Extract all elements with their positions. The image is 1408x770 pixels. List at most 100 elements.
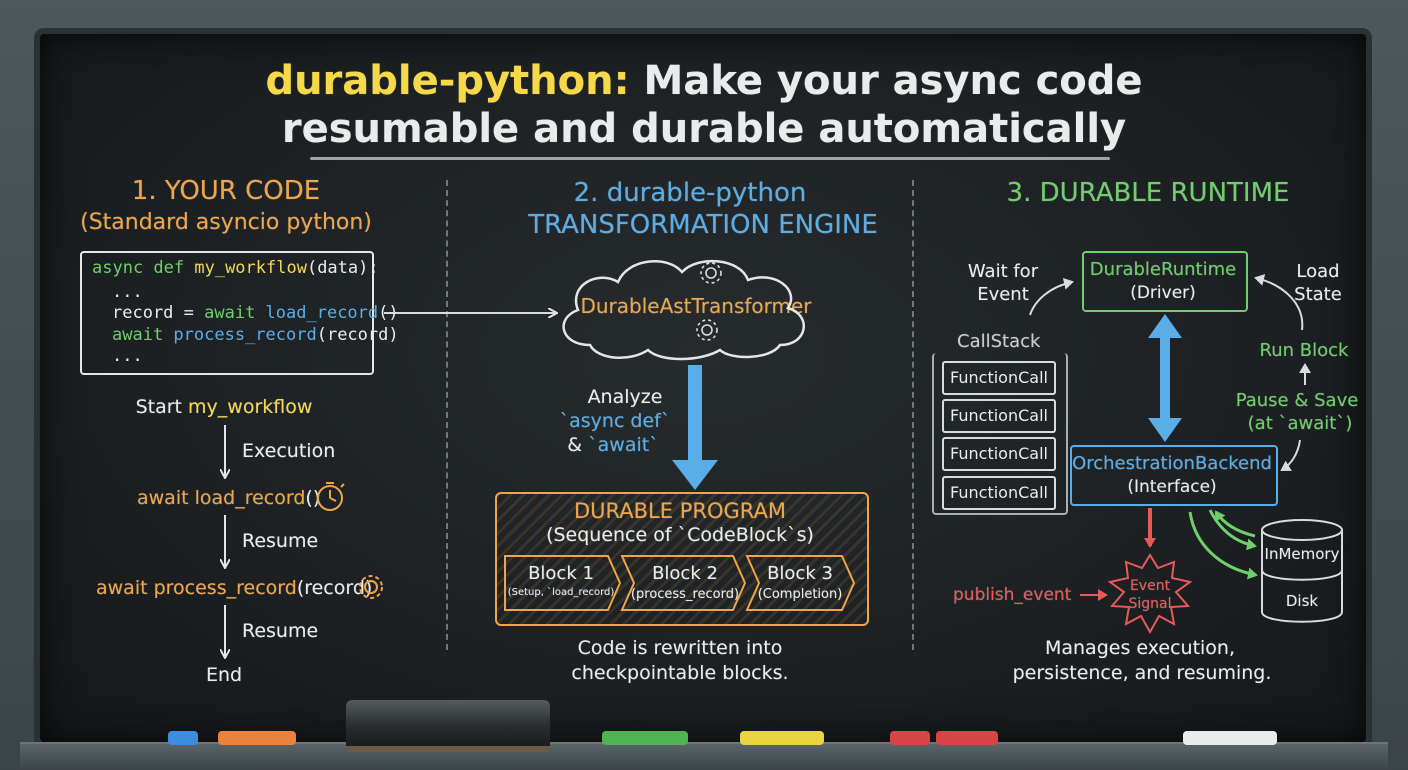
wait-for-event-arrow [1029,277,1074,316]
event-label: Event [977,284,1029,305]
inmemory-to-backend-arrow [1214,510,1256,538]
block-1-shape [504,555,622,611]
code-l1-rest: (data): [306,258,379,278]
block-1-name: Block 1 [528,563,594,584]
title-highlight: durable-python: [265,58,630,104]
pause-save-arrow [1280,439,1301,472]
flow-await-1: await load_record() [137,487,320,509]
run-block-label: Run Block [1259,340,1349,361]
durable-program-box [495,492,869,626]
callstack-bracket [932,353,1068,515]
flow-await1-a: await load_record [137,487,306,509]
block-3-shape [745,555,856,611]
function-call-4: FunctionCall [942,476,1056,510]
column-divider-2 [912,180,914,650]
analyze-line-2: `async def` [559,410,671,432]
block-2-shape [620,555,747,611]
durable-runtime-box [1082,251,1248,312]
chalk-green [602,731,688,745]
col2-heading-1: 2. durable-python [573,178,807,208]
analyze3-b: `await` [588,434,659,456]
col2-caption-1: Code is rewritten into [577,637,783,659]
analyze-line-1: Analyze [587,386,663,408]
stopwatch-icon [317,482,345,511]
analyze3-a: & [567,434,589,456]
block-2-name: Block 2 [652,563,718,584]
flow-resume-1: Resume [242,530,319,552]
store-inmemory-label: InMemory [1264,545,1340,563]
load-label: Load [1296,261,1340,282]
flow-resume-2: Resume [242,620,319,642]
flow-start-a: Start [135,396,189,418]
load-state-arrow [1254,274,1304,331]
col2-caption-2: checkpointable blocks. [571,662,789,684]
code-fn-load-record: load_record [255,303,379,323]
block-3-name: Block 3 [767,563,833,584]
flow-execution: Execution [242,440,336,462]
driver-title: DurableRuntime [1089,259,1237,280]
code-l3-a: record = [112,303,205,323]
col1-subheading: (Standard asyncio python) [80,210,372,235]
flow-await2-b: (record) [296,577,373,599]
col3-caption-1: Manages execution, [1044,637,1236,659]
code-kw-await-1: await [204,303,256,323]
orchestration-backend-box [1070,445,1278,506]
cloud-gear-icon-top [700,262,722,284]
chalk-orange [218,731,296,745]
callstack-label: CallStack [957,331,1041,352]
code-line-4: await process_record(record) [112,325,399,345]
code-fn-my-workflow: my_workflow [184,258,307,278]
title-line-1: durable-python: Make your async code [265,58,1142,104]
code-box [80,251,374,375]
chalk-red-1 [890,731,930,745]
code-kw-async-def: async def [92,258,185,278]
backend-subtitle: (Interface) [1127,477,1217,497]
chalk-yellow [740,731,824,745]
code-l4-rest: (record) [316,325,399,345]
chalk-red-2 [936,731,998,745]
chalk-ledge [20,742,1388,770]
store-disk-label: Disk [1285,592,1319,610]
chalk-blue [168,731,198,745]
flow-start-b: my_workflow [188,396,313,418]
function-call-2: FunctionCall [942,399,1056,433]
flow-await-2: await process_record(record) [96,577,372,599]
cloud-label: DurableAstTransformer [580,294,812,318]
program-subtitle: (Sequence of `CodeBlock`s) [546,524,814,546]
gear-icon [359,575,383,599]
function-call-3: FunctionCall [942,437,1056,471]
driver-subtitle: (Driver) [1130,283,1196,303]
col1-heading: 1. YOUR CODE [131,176,321,206]
cloud-gear-icon-bottom [696,319,718,341]
block-1-desc: (Setup, `load_record) [507,587,615,598]
code-kw-await-2: await [112,325,164,345]
code-line-2: ... [112,282,143,302]
block-2-desc: (process_record) [630,587,740,602]
event-signal-burst [1107,553,1193,635]
title-line1-rest: Make your async code [629,58,1143,104]
code-line-5: ... [112,346,143,366]
eraser [346,700,550,752]
backend-title: OrchestrationBackend [1072,453,1272,474]
state-label: State [1294,284,1342,305]
col3-heading: 3. DURABLE RUNTIME [1006,178,1290,208]
chalk-white [1183,731,1277,745]
database-icon [1261,519,1343,623]
flow-start: Start my_workflow [136,396,313,418]
at-await-label: (at `await`) [1247,413,1353,434]
flow-end: End [205,664,243,686]
program-title: DURABLE PROGRAM [574,499,786,523]
publish-event-label: publish_event [953,585,1072,605]
transform-down-arrow [672,365,718,490]
code-line-1: async def my_workflow(data): [92,258,379,278]
function-call-1: FunctionCall [942,361,1056,395]
code-line-3: record = await load_record() [112,303,399,323]
col2-heading-2: TRANSFORMATION ENGINE [528,210,878,240]
block-3-desc: (Completion) [757,587,843,602]
event-signal-line-1: Event [1129,578,1171,594]
wait-for-label: Wait for [967,261,1039,282]
backend-to-disk-arrow [1188,511,1258,580]
code-fn-process-record: process_record [163,325,317,345]
driver-backend-double-arrow [1148,314,1182,442]
